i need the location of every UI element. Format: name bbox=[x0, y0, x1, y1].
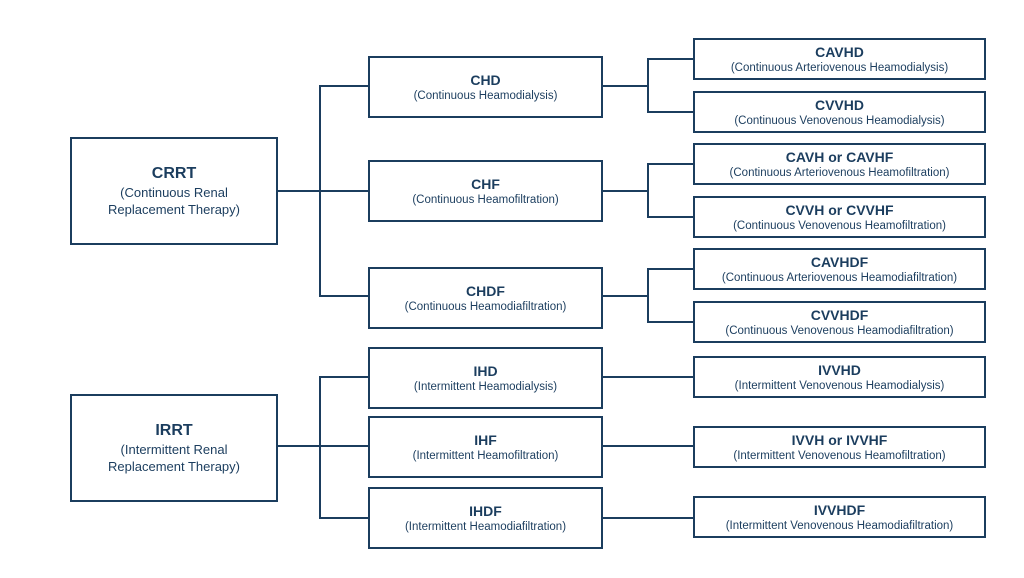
connector bbox=[647, 321, 694, 323]
ivvh-box: IVVH or IVVHF (Intermittent Venovenous H… bbox=[693, 426, 986, 468]
cavh-box: CAVH or CAVHF (Continuous Arteriovenous … bbox=[693, 143, 986, 185]
cavhd-box: CAVHD (Continuous Arteriovenous Heamodia… bbox=[693, 38, 986, 80]
chdf-abbr: CHDF bbox=[466, 282, 505, 299]
cvvh-abbr: CVVH or CVVHF bbox=[785, 201, 894, 218]
chd-full-name: (Continuous Heamodialysis) bbox=[413, 89, 558, 102]
connector bbox=[276, 445, 320, 447]
cvvh-box: CVVH or CVVHF (Continuous Venovenous Hea… bbox=[693, 196, 986, 238]
connector bbox=[647, 216, 694, 218]
ivvh-abbr: IVVH or IVVHF bbox=[791, 431, 888, 448]
cvvhdf-full-name: (Continuous Venovenous Heamodiafiltratio… bbox=[725, 324, 954, 337]
ivvhd-abbr: IVVHD bbox=[818, 361, 861, 378]
cvvhd-box: CVVHD (Continuous Venovenous Heamodialys… bbox=[693, 91, 986, 133]
cavhdf-abbr: CAVHDF bbox=[810, 253, 869, 270]
ihf-box: IHF (Intermittent Heamofiltration) bbox=[368, 416, 603, 478]
ivvhdf-box: IVVHDF (Intermittent Venovenous Heamodia… bbox=[693, 496, 986, 538]
cavhd-full-name: (Continuous Arteriovenous Heamodialysis) bbox=[730, 61, 949, 74]
connector bbox=[602, 445, 694, 447]
ihdf-box: IHDF (Intermittent Heamodiafiltration) bbox=[368, 487, 603, 549]
ihd-abbr: IHD bbox=[473, 362, 498, 379]
connector bbox=[319, 517, 369, 519]
chf-box: CHF (Continuous Heamofiltration) bbox=[368, 160, 603, 222]
connector bbox=[319, 376, 369, 378]
cvvhdf-abbr: CVVHDF bbox=[810, 306, 869, 323]
cvvhd-abbr: CVVHD bbox=[814, 96, 864, 113]
chdf-full-name: (Continuous Heamodiafiltration) bbox=[404, 300, 567, 313]
connector bbox=[647, 268, 694, 270]
cavhdf-full-name: (Continuous Arteriovenous Heamodiafiltra… bbox=[721, 271, 958, 284]
cavh-full-name: (Continuous Arteriovenous Heamofiltratio… bbox=[729, 166, 950, 179]
connector bbox=[602, 85, 648, 87]
ivvhd-box: IVVHD (Intermittent Venovenous Heamodial… bbox=[693, 356, 986, 398]
cvvhd-full-name: (Continuous Venovenous Heamodialysis) bbox=[734, 114, 945, 127]
connector bbox=[319, 85, 369, 87]
ihd-box: IHD (Intermittent Heamodialysis) bbox=[368, 347, 603, 409]
cavh-abbr: CAVH or CAVHF bbox=[785, 148, 894, 165]
ihdf-abbr: IHDF bbox=[469, 502, 502, 519]
connector bbox=[602, 190, 648, 192]
ihf-full-name: (Intermittent Heamofiltration) bbox=[412, 449, 559, 462]
connector bbox=[647, 268, 649, 323]
ihf-abbr: IHF bbox=[474, 431, 497, 448]
connector bbox=[319, 295, 369, 297]
connector bbox=[602, 517, 694, 519]
irrt-box: IRRT (Intermittent Renal Replacement The… bbox=[70, 394, 278, 502]
crrt-abbr: CRRT bbox=[151, 165, 197, 182]
crrt-box: CRRT (Continuous Renal Replacement Thera… bbox=[70, 137, 278, 245]
chd-box: CHD (Continuous Heamodialysis) bbox=[368, 56, 603, 118]
ivvh-full-name: (Intermittent Venovenous Heamofiltration… bbox=[733, 449, 946, 462]
irrt-abbr: IRRT bbox=[155, 422, 193, 439]
ivvhd-full-name: (Intermittent Venovenous Heamodialysis) bbox=[734, 379, 945, 392]
connector bbox=[602, 376, 694, 378]
cvvhdf-box: CVVHDF (Continuous Venovenous Heamodiafi… bbox=[693, 301, 986, 343]
connector bbox=[647, 163, 649, 218]
connector bbox=[647, 58, 694, 60]
connector bbox=[319, 190, 369, 192]
cavhd-abbr: CAVHD bbox=[815, 43, 864, 60]
crrt-full-name: (Continuous Renal Replacement Therapy) bbox=[108, 185, 240, 217]
connector bbox=[319, 445, 369, 447]
chd-abbr: CHD bbox=[470, 71, 501, 88]
ihdf-full-name: (Intermittent Heamodiafiltration) bbox=[404, 520, 567, 533]
connector bbox=[647, 163, 694, 165]
ihd-full-name: (Intermittent Heamodialysis) bbox=[413, 380, 558, 393]
cavhdf-box: CAVHDF (Continuous Arteriovenous Heamodi… bbox=[693, 248, 986, 290]
connector bbox=[647, 58, 649, 113]
chdf-box: CHDF (Continuous Heamodiafiltration) bbox=[368, 267, 603, 329]
chf-abbr: CHF bbox=[471, 175, 500, 192]
connector bbox=[276, 190, 320, 192]
connector bbox=[647, 111, 694, 113]
connector bbox=[319, 376, 321, 519]
chf-full-name: (Continuous Heamofiltration) bbox=[412, 193, 559, 206]
ivvhdf-full-name: (Intermittent Venovenous Heamodiafiltrat… bbox=[725, 519, 954, 532]
cvvh-full-name: (Continuous Venovenous Heamofiltration) bbox=[733, 219, 946, 232]
ivvhdf-abbr: IVVHDF bbox=[813, 501, 866, 518]
irrt-full-name: (Intermittent Renal Replacement Therapy) bbox=[108, 442, 240, 474]
connector bbox=[602, 295, 648, 297]
